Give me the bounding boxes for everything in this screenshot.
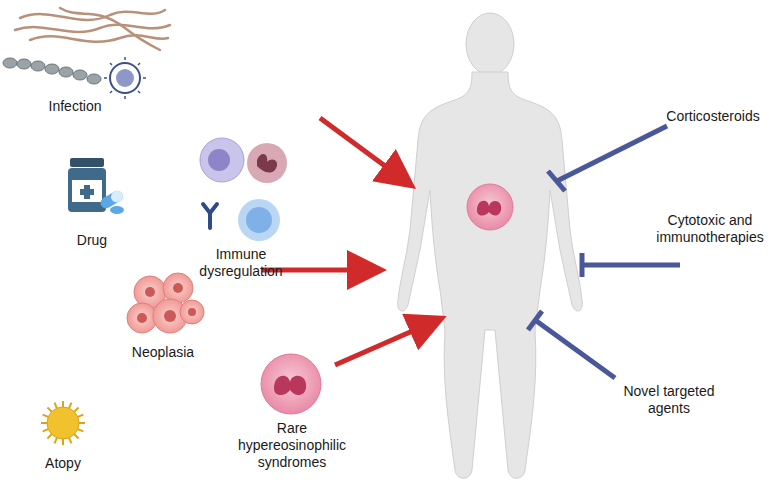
parasite-icon [15, 8, 170, 50]
label-text: Novel targeted agents [614, 383, 724, 417]
label-text: Cytotoxic and immunotherapies [642, 212, 778, 246]
eosinophil-icon [261, 354, 321, 414]
label-text: Infection [20, 98, 130, 115]
immune-cells-icon [200, 138, 287, 241]
label-text: Immune dysregulation [191, 246, 291, 280]
human-figure [398, 13, 583, 478]
label-text: Atopy [28, 455, 98, 472]
inhibition-lines [528, 126, 680, 378]
virus-icon [104, 57, 146, 99]
drug-icon [68, 158, 125, 214]
label-text: Drug [52, 232, 132, 249]
label-text: Neoplasia [113, 344, 213, 361]
bacteria-icon [3, 58, 101, 84]
tumor-icon [127, 273, 204, 333]
cause-arrows [262, 118, 433, 365]
label-text: Rare hypereosinophilic syndromes [227, 420, 357, 471]
label-text: Corticosteroids [648, 108, 778, 125]
pollen-icon [41, 401, 85, 445]
